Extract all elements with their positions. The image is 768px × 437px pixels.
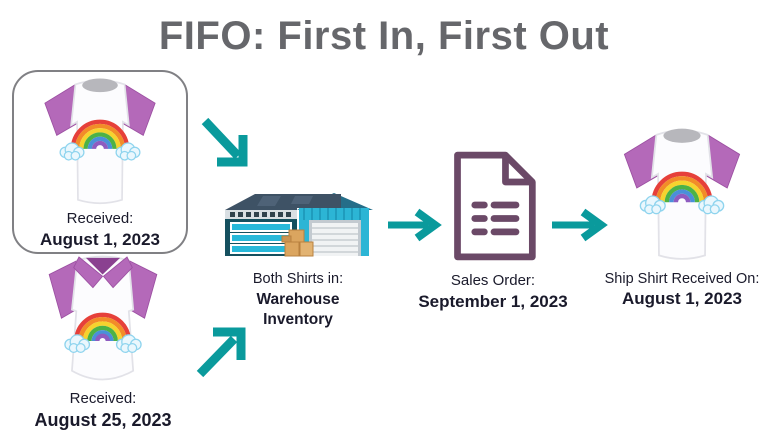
arrow-right-icon xyxy=(388,208,442,242)
received-label: Received: xyxy=(69,390,137,407)
ship-date: August 1, 2023 xyxy=(622,289,742,309)
warehouse-icon xyxy=(225,193,373,257)
sales-order-label: Sales Order: xyxy=(450,272,536,289)
page-title: FIFO: First In, First Out xyxy=(158,14,610,58)
warehouse-bold-label: Warehouse Inventory xyxy=(256,291,340,328)
warehouse-group: Both Shirts in: Warehouse Inventory xyxy=(220,190,376,329)
tshirt-rainbow-icon xyxy=(23,76,177,210)
sales-order-group: Sales Order: September 1, 2023 xyxy=(408,148,578,312)
document-icon xyxy=(454,151,536,261)
sales-order-date: September 1, 2023 xyxy=(418,291,568,311)
polo-shirt-rainbow-icon xyxy=(48,255,158,381)
ship-shirt-group: Ship Shirt Received On: August 1, 2023 xyxy=(596,126,768,309)
arrow-down-right-icon xyxy=(201,117,248,167)
received-date: August 1, 2023 xyxy=(40,229,160,249)
received-label: Received: xyxy=(66,210,134,227)
warehouse-label: Both Shirts in: xyxy=(252,271,344,287)
tshirt-rainbow-icon xyxy=(603,126,761,266)
shirt-received-aug1-card: Received: August 1, 2023 xyxy=(12,70,188,254)
ship-label: Ship Shirt Received On: xyxy=(604,271,760,287)
arrow-up-right-icon xyxy=(196,327,246,378)
shirt-received-aug25-group: Received: August 25, 2023 xyxy=(14,250,192,431)
received-date: August 25, 2023 xyxy=(34,409,172,430)
arrow-right-icon xyxy=(552,208,608,242)
